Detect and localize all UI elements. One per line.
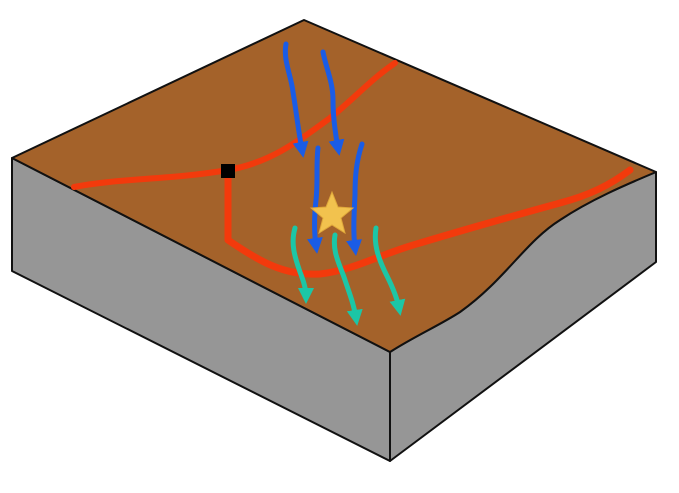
outflow-arrow-3 [372, 225, 406, 316]
inflow-arrow-2 [320, 49, 345, 156]
outflow-arrow-1 [290, 225, 314, 304]
outflow-arrow-2 [331, 232, 363, 326]
boundary-line-upper [71, 60, 398, 190]
top-surface [11, 19, 657, 353]
inflow-arrow-1 [282, 41, 309, 158]
inflow-arrow-3 [306, 145, 323, 254]
inflow-arrow-4 [346, 141, 365, 256]
star-marker [309, 190, 355, 235]
square-marker [221, 164, 235, 178]
boundary-line-lower [224, 166, 634, 278]
